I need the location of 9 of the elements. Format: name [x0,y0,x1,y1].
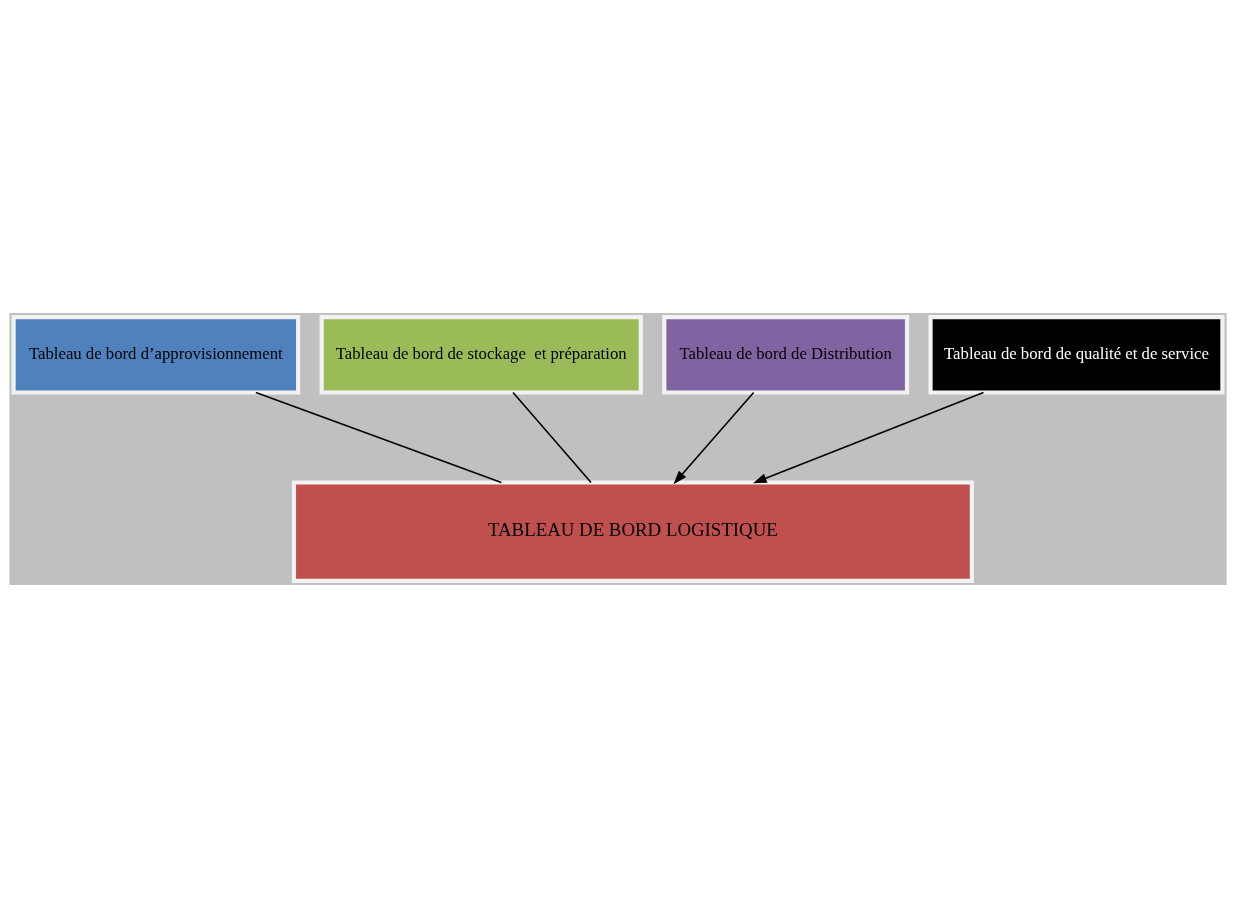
node-box: Tableau de bord de stockage et préparation [319,315,643,395]
arrow [753,391,985,484]
connector [512,391,592,484]
node-box: Tableau de bord d’approvisionnement [11,315,301,395]
arrow [673,391,755,485]
connector [255,391,503,484]
node-box: TABLEAU DE BORD LOGISTIQUE [291,480,974,583]
node-box: Tableau de bord de qualité et de service [928,315,1225,395]
node-box: Tableau de bord de Distribution [662,315,910,395]
